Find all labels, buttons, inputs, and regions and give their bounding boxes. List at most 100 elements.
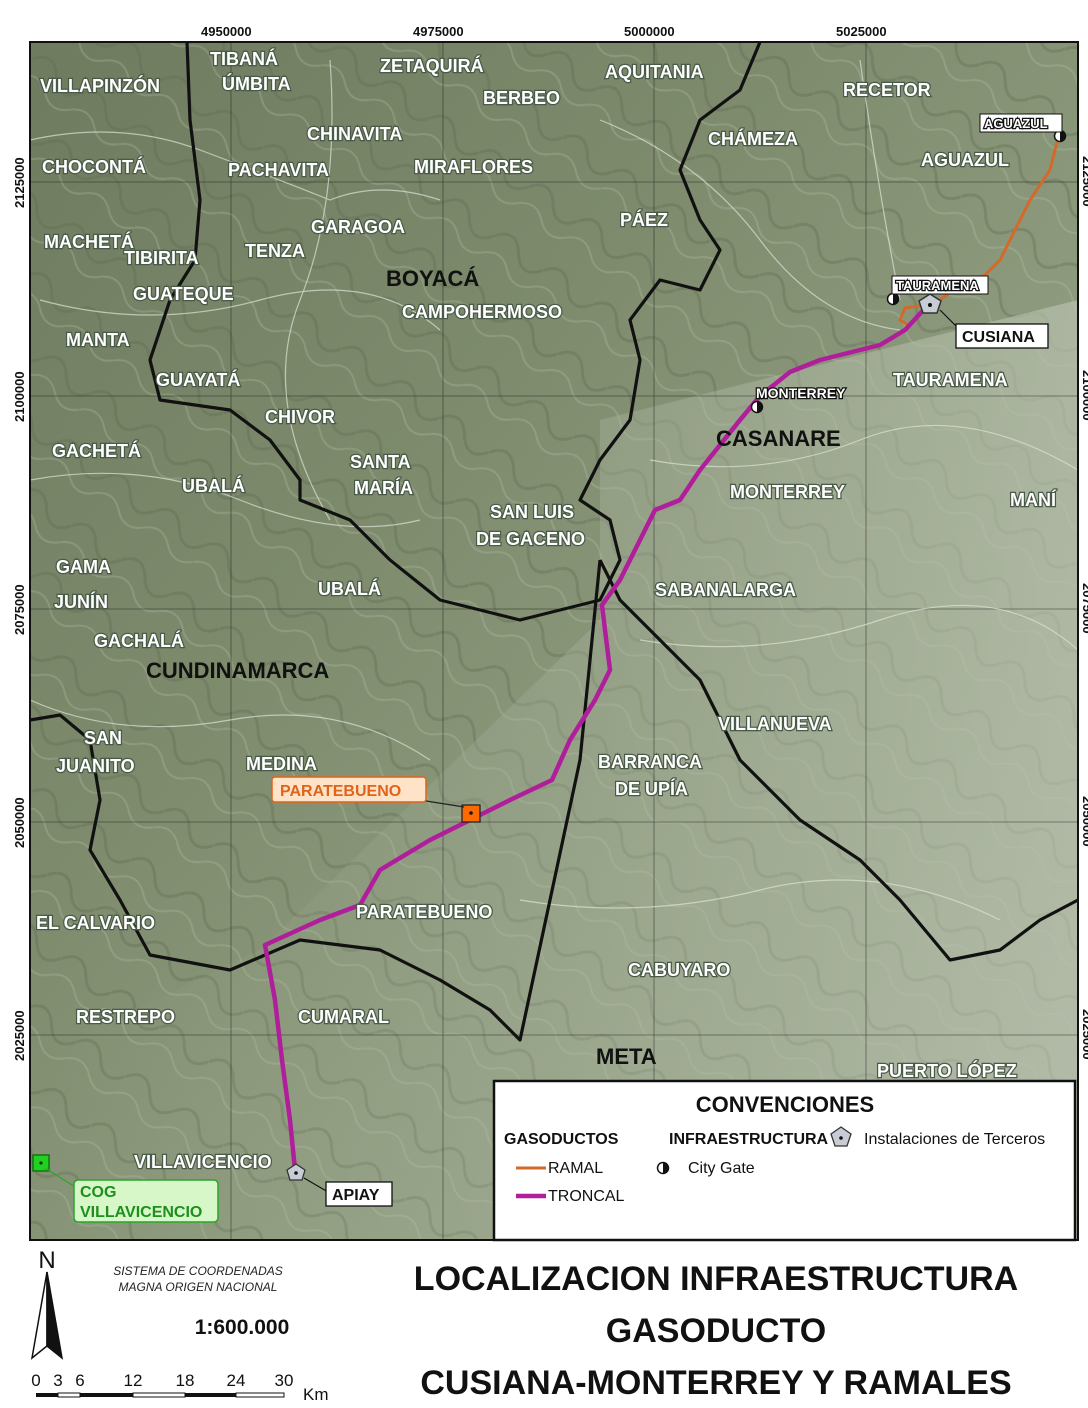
north-arrow: N	[30, 1247, 64, 1360]
muni-label: VILLAPINZÓN	[40, 75, 160, 96]
svg-text:2100000: 2100000	[12, 371, 27, 422]
muni-label: MANÍ	[1010, 489, 1057, 510]
muni-label: BARRANCA	[598, 752, 702, 772]
muni-label: GACHALÁ	[94, 630, 184, 651]
muni-label: SANTA	[350, 452, 411, 472]
svg-text:AGUAZUL: AGUAZUL	[984, 116, 1048, 131]
muni-label: SAN	[84, 728, 122, 748]
map-title-line1: LOCALIZACION INFRAESTRUCTURA	[414, 1260, 1018, 1298]
muni-label: MANTA	[66, 330, 130, 350]
muni-label: DE UPÍA	[615, 778, 688, 799]
muni-label: ÚMBITA	[222, 73, 291, 94]
dept-label-casanare: CASANARE	[716, 426, 841, 451]
svg-text:COG: COG	[80, 1184, 116, 1201]
legend-pipelines-header: GASODUCTOS	[504, 1131, 619, 1148]
svg-text:2075000: 2075000	[1080, 583, 1088, 634]
legend-third-party-icon	[830, 1126, 852, 1147]
north-label: N	[38, 1247, 55, 1274]
muni-label: UBALÁ	[182, 475, 245, 496]
svg-text:12: 12	[124, 1371, 143, 1390]
svg-text:2025000: 2025000	[12, 1010, 27, 1061]
aguazul-callout: AGUAZUL	[979, 113, 1063, 133]
legend-troncal-label: TRONCAL	[548, 1188, 625, 1205]
muni-label: GAMA	[56, 557, 111, 577]
muni-label: CHÁMEZA	[708, 128, 798, 149]
muni-label: CAMPOHERMOSO	[402, 302, 562, 322]
svg-text:5025000: 5025000	[836, 24, 887, 39]
tauramena-callout: TAURAMENA	[891, 275, 989, 295]
muni-label: GUATEQUE	[133, 284, 234, 304]
muni-label: MONTERREY	[730, 482, 845, 502]
paratebueno-callout: PARATEBUENO	[271, 776, 427, 803]
muni-label: AGUAZUL	[921, 150, 1009, 170]
muni-label: CHINAVITA	[307, 124, 402, 144]
third-party-apiay-icon	[286, 1163, 329, 1193]
muni-label: UBALÁ	[318, 578, 381, 599]
cog-villavicencio-icon	[32, 1154, 81, 1191]
cog-villavicencio-callout: COG VILLAVICENCIO	[73, 1179, 219, 1223]
legend: CONVENCIONES GASODUCTOS INFRAESTRUCTURA …	[492, 1079, 1077, 1242]
muni-label: PÁEZ	[620, 209, 668, 230]
muni-label: CHOCONTÁ	[42, 156, 146, 177]
muni-label: GUAYATÁ	[156, 369, 240, 390]
svg-text:2125000: 2125000	[12, 157, 27, 208]
muni-label: RECETOR	[843, 80, 931, 100]
svg-text:5000000: 5000000	[624, 24, 675, 39]
legend-title: CONVENCIONES	[696, 1092, 874, 1117]
svg-text:4975000: 4975000	[413, 24, 464, 39]
muni-label: PACHAVITA	[228, 160, 329, 180]
svg-text:6: 6	[75, 1371, 84, 1390]
muni-label: VILLAVICENCIO	[134, 1152, 272, 1172]
legend-third-party-label: Instalaciones de Terceros	[864, 1131, 1045, 1148]
scale-unit: Km	[303, 1385, 329, 1404]
troncal-pipeline	[262, 303, 930, 1171]
cusiana-callout: CUSIANA	[955, 323, 1049, 349]
third-party-cusiana-icon	[918, 293, 961, 331]
svg-text:PARATEBUENO: PARATEBUENO	[280, 783, 401, 800]
muni-label: AQUITANIA	[605, 62, 704, 82]
legend-ramal-label: RAMAL	[548, 1160, 603, 1177]
dept-label-boyaca: BOYACÁ	[386, 266, 479, 291]
muni-label: TENZA	[245, 241, 305, 261]
muni-label: ZETAQUIRÁ	[380, 55, 484, 76]
svg-text:2100000: 2100000	[1080, 370, 1088, 421]
map-title-line3: CUSIANA-MONTERREY Y RAMALES	[420, 1364, 1011, 1402]
scale-ratio: 1:600.000	[195, 1316, 290, 1339]
muni-label: MARÍA	[354, 477, 413, 498]
muni-label: MACHETÁ	[44, 231, 134, 252]
svg-text:2075000: 2075000	[12, 584, 27, 635]
muni-label: MEDINA	[246, 754, 317, 774]
svg-text:2125000: 2125000	[1080, 156, 1088, 207]
muni-label: SABANALARGA	[655, 580, 796, 600]
paratebueno-station-icon	[419, 799, 481, 823]
muni-label: JUNÍN	[54, 591, 108, 612]
svg-text:3: 3	[53, 1371, 62, 1390]
svg-text:CUSIANA: CUSIANA	[962, 329, 1035, 346]
svg-text:0: 0	[31, 1371, 40, 1390]
y-tick-labels-left: 2125000 2100000 2075000 2050000 2025000	[12, 157, 27, 1061]
muni-label: PARATEBUENO	[356, 902, 492, 922]
x-tick-labels: 4950000 4975000 5000000 5025000	[201, 24, 887, 39]
map-area: TIBANÁ ÚMBITA VILLAPINZÓN ZETAQUIRÁ BERB…	[30, 42, 1078, 1240]
svg-text:2050000: 2050000	[12, 797, 27, 848]
municipal-borders	[30, 59, 1078, 921]
monterrey-station-label: MONTERREY	[756, 385, 846, 401]
svg-text:APIAY: APIAY	[332, 1187, 380, 1204]
city-gate-monterrey	[750, 400, 764, 414]
scale-bar: 0 3 6 12 18 24 30 Km	[31, 1371, 328, 1404]
muni-label: SAN LUIS	[490, 502, 574, 522]
svg-text:30: 30	[275, 1371, 294, 1390]
muni-label: MIRAFLORES	[414, 157, 533, 177]
svg-text:4950000: 4950000	[201, 24, 252, 39]
dept-label-meta: META	[596, 1044, 657, 1069]
map-title-line2: GASODUCTO	[606, 1312, 826, 1350]
svg-text:VILLAVICENCIO: VILLAVICENCIO	[80, 1204, 202, 1221]
muni-label: TIBIRITA	[124, 248, 199, 268]
apiay-callout: APIAY	[325, 1181, 393, 1207]
legend-city-gate-icon	[656, 1161, 670, 1175]
muni-label: EL CALVARIO	[36, 913, 155, 933]
svg-text:2025000: 2025000	[1080, 1009, 1088, 1060]
coord-system-line2: MAGNA ORIGEN NACIONAL	[119, 1280, 278, 1294]
muni-label: BERBEO	[483, 88, 560, 108]
